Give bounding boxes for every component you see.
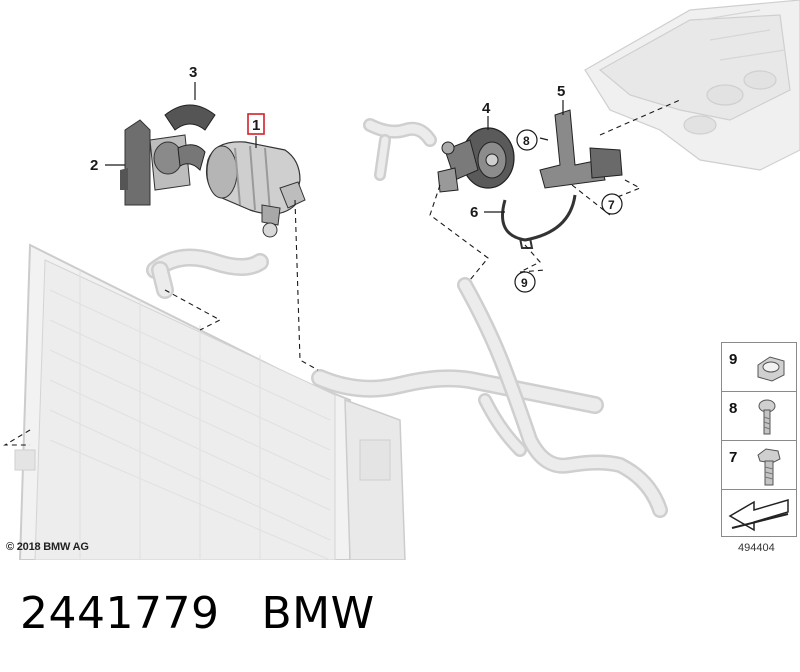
callout-1-highlight bbox=[247, 113, 265, 135]
caption: 2441779 BMW bbox=[20, 588, 375, 639]
legend-number: 7 bbox=[729, 449, 738, 466]
copyright-notice: © 2018 BMW AG bbox=[6, 541, 89, 553]
callout-8-circle bbox=[516, 129, 538, 151]
hex-bolt-icon bbox=[757, 448, 781, 486]
callout-7: 7 bbox=[608, 198, 615, 212]
auxiliary-pump bbox=[437, 127, 515, 193]
bracket bbox=[539, 109, 623, 189]
legend-item-bolt: 8 bbox=[721, 391, 797, 441]
fastener-legend: 9 8 7 bbox=[721, 342, 799, 542]
engine-block bbox=[584, 0, 800, 171]
callout-8: 8 bbox=[523, 134, 530, 148]
clamp-band bbox=[501, 194, 577, 249]
callout-1: 1 bbox=[252, 117, 260, 134]
legend-item-hex-bolt: 7 bbox=[721, 440, 797, 490]
callout-2: 2 bbox=[90, 157, 98, 174]
leader-lines bbox=[105, 82, 564, 213]
coolant-hoses bbox=[146, 118, 668, 518]
legend-number: 9 bbox=[729, 351, 738, 368]
brand-name: BMW bbox=[261, 588, 375, 639]
legend-item-nut: 9 bbox=[721, 342, 797, 392]
diagram-number: 494404 bbox=[738, 542, 775, 554]
bolt-icon bbox=[758, 399, 776, 435]
callout-6: 6 bbox=[470, 204, 478, 221]
callout-9-circle bbox=[514, 271, 536, 293]
callout-4: 4 bbox=[482, 100, 491, 117]
legend-item-arrow bbox=[721, 489, 797, 537]
arrow-direction-icon bbox=[728, 498, 789, 532]
callout-9: 9 bbox=[521, 276, 528, 290]
rubber-mount bbox=[164, 104, 216, 171]
exploded-diagram: 3 2 1 4 5 6 8 7 9 bbox=[3, 0, 800, 560]
coolant-pump bbox=[205, 141, 306, 238]
radiator bbox=[14, 243, 406, 560]
legend-number: 8 bbox=[729, 400, 738, 417]
part-number: 2441779 bbox=[20, 588, 220, 639]
callout-3: 3 bbox=[189, 64, 197, 81]
nut-icon bbox=[757, 356, 785, 382]
callout-7-circle bbox=[601, 193, 623, 215]
callout-5: 5 bbox=[557, 83, 565, 100]
